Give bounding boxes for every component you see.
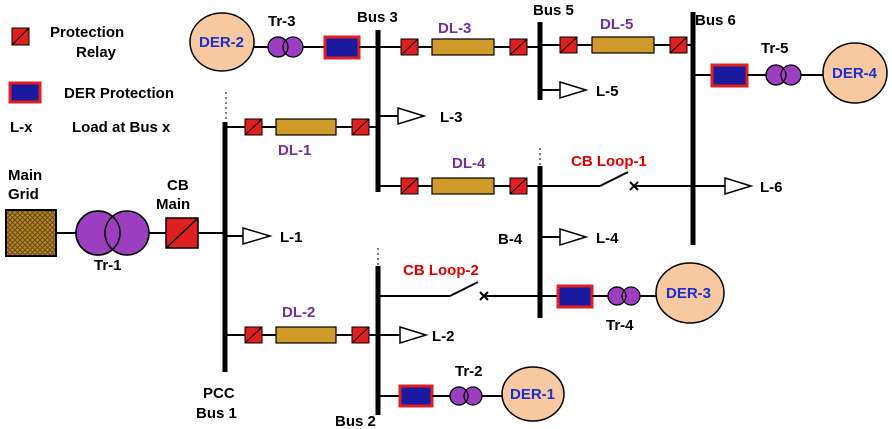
cb-main-label-1: CB bbox=[167, 177, 189, 194]
bus4-label: B-4 bbox=[498, 231, 523, 248]
legend-der-protection-icon bbox=[8, 81, 42, 104]
der4-source-icon bbox=[822, 42, 888, 104]
der2-protection-icon bbox=[323, 35, 361, 60]
tr4-label: Tr-4 bbox=[606, 317, 634, 334]
load-l3-arrow-icon bbox=[397, 106, 427, 126]
legend-load-desc: Load at Bus x bbox=[72, 119, 171, 136]
load-l3-label: L-3 bbox=[440, 109, 463, 126]
load-l3 bbox=[378, 106, 427, 126]
tr1-label: Tr-1 bbox=[94, 257, 122, 274]
cb-loop1-label: CB Loop-1 bbox=[571, 153, 647, 170]
cb-loop2-label: CB Loop-2 bbox=[403, 262, 479, 279]
der3-protection-icon bbox=[556, 284, 594, 309]
der1-branch bbox=[378, 366, 565, 422]
load-l5-arrow-icon bbox=[559, 80, 589, 100]
load-l5-label: L-5 bbox=[596, 83, 619, 100]
line-dl5[interactable] bbox=[540, 36, 693, 54]
der2-label: DER-2 bbox=[199, 34, 244, 51]
bus6-label: Bus 6 bbox=[695, 12, 736, 29]
legend-load-symbol: L-x bbox=[10, 119, 33, 136]
load-l6 bbox=[693, 176, 754, 196]
tr2-transformer-icon bbox=[449, 386, 483, 406]
distribution-line-icon bbox=[591, 36, 655, 54]
legend-relay-label-1: Protection bbox=[50, 24, 124, 41]
distribution-line-icon bbox=[275, 326, 337, 344]
load-l2-arrow-icon bbox=[399, 325, 429, 345]
load-l4 bbox=[540, 227, 589, 247]
dl5-label: DL-5 bbox=[600, 16, 633, 33]
bus-1[interactable] bbox=[222, 92, 228, 372]
line-dl3[interactable] bbox=[378, 38, 540, 56]
distribution-line-icon bbox=[431, 177, 495, 195]
cb-loop2-switch[interactable] bbox=[378, 281, 540, 301]
load-l4-arrow-icon bbox=[559, 227, 589, 247]
bus3-label: Bus 3 bbox=[357, 9, 398, 26]
legend-relay-label-2: Relay bbox=[76, 44, 117, 61]
tr3-transformer-icon bbox=[267, 36, 304, 58]
der3-branch bbox=[540, 262, 725, 324]
tr2-label: Tr-2 bbox=[455, 363, 483, 380]
der1-protection-icon bbox=[398, 384, 434, 408]
legend-relay-icon bbox=[11, 27, 30, 46]
dl1-label: DL-1 bbox=[278, 142, 311, 159]
cb-main-breaker-icon[interactable] bbox=[165, 217, 199, 249]
der4-protection-icon bbox=[710, 63, 749, 88]
der3-source-icon bbox=[655, 262, 725, 324]
legend: Protection Relay DER Protection L-x Load… bbox=[8, 24, 174, 136]
load-l1-label: L-1 bbox=[280, 229, 303, 246]
der1-source-icon bbox=[501, 366, 565, 422]
distribution-line-icon bbox=[275, 118, 337, 136]
load-l4-label: L-4 bbox=[596, 230, 619, 247]
der4-branch bbox=[693, 42, 888, 104]
tr4-transformer-icon bbox=[607, 286, 641, 306]
bus5-label: Bus 5 bbox=[533, 2, 574, 19]
der4-label: DER-4 bbox=[832, 65, 878, 82]
tr5-label: Tr-5 bbox=[761, 40, 789, 57]
main-grid-icon bbox=[5, 209, 57, 257]
legend-der-protection-label: DER Protection bbox=[64, 85, 174, 102]
distribution-line-icon bbox=[431, 38, 495, 56]
main-grid-label-2: Grid bbox=[8, 186, 39, 203]
dl3-label: DL-3 bbox=[438, 20, 471, 37]
line-dl2[interactable] bbox=[225, 326, 378, 344]
load-l6-arrow-icon bbox=[724, 176, 754, 196]
bus1-label-1: PCC bbox=[203, 385, 235, 402]
tr5-transformer-icon bbox=[765, 64, 802, 86]
load-l1-arrow-icon bbox=[242, 226, 273, 246]
dl2-label: DL-2 bbox=[282, 304, 315, 321]
tr1-transformer-icon bbox=[75, 210, 150, 256]
der1-label: DER-1 bbox=[510, 386, 555, 403]
load-l6-label: L-6 bbox=[760, 179, 783, 196]
load-l2 bbox=[378, 325, 429, 345]
line-dl4[interactable] bbox=[378, 177, 540, 195]
load-l1 bbox=[225, 226, 273, 246]
main-grid-label-1: Main bbox=[8, 167, 42, 184]
der2-source-icon bbox=[189, 12, 255, 72]
line-dl1[interactable] bbox=[225, 118, 378, 136]
cb-main-label-2: Main bbox=[156, 196, 190, 213]
der3-label: DER-3 bbox=[666, 285, 711, 302]
der2-branch bbox=[189, 12, 378, 72]
bus1-label-2: Bus 1 bbox=[196, 405, 237, 422]
dl4-label: DL-4 bbox=[452, 155, 486, 172]
bus2-label: Bus 2 bbox=[335, 413, 376, 429]
load-l5 bbox=[540, 80, 589, 100]
tr3-label: Tr-3 bbox=[268, 13, 296, 30]
load-l2-label: L-2 bbox=[432, 328, 455, 345]
main-grid-branch: Main Grid Tr-1 CB Main bbox=[5, 167, 225, 274]
cb-loop1-switch[interactable] bbox=[540, 171, 693, 191]
